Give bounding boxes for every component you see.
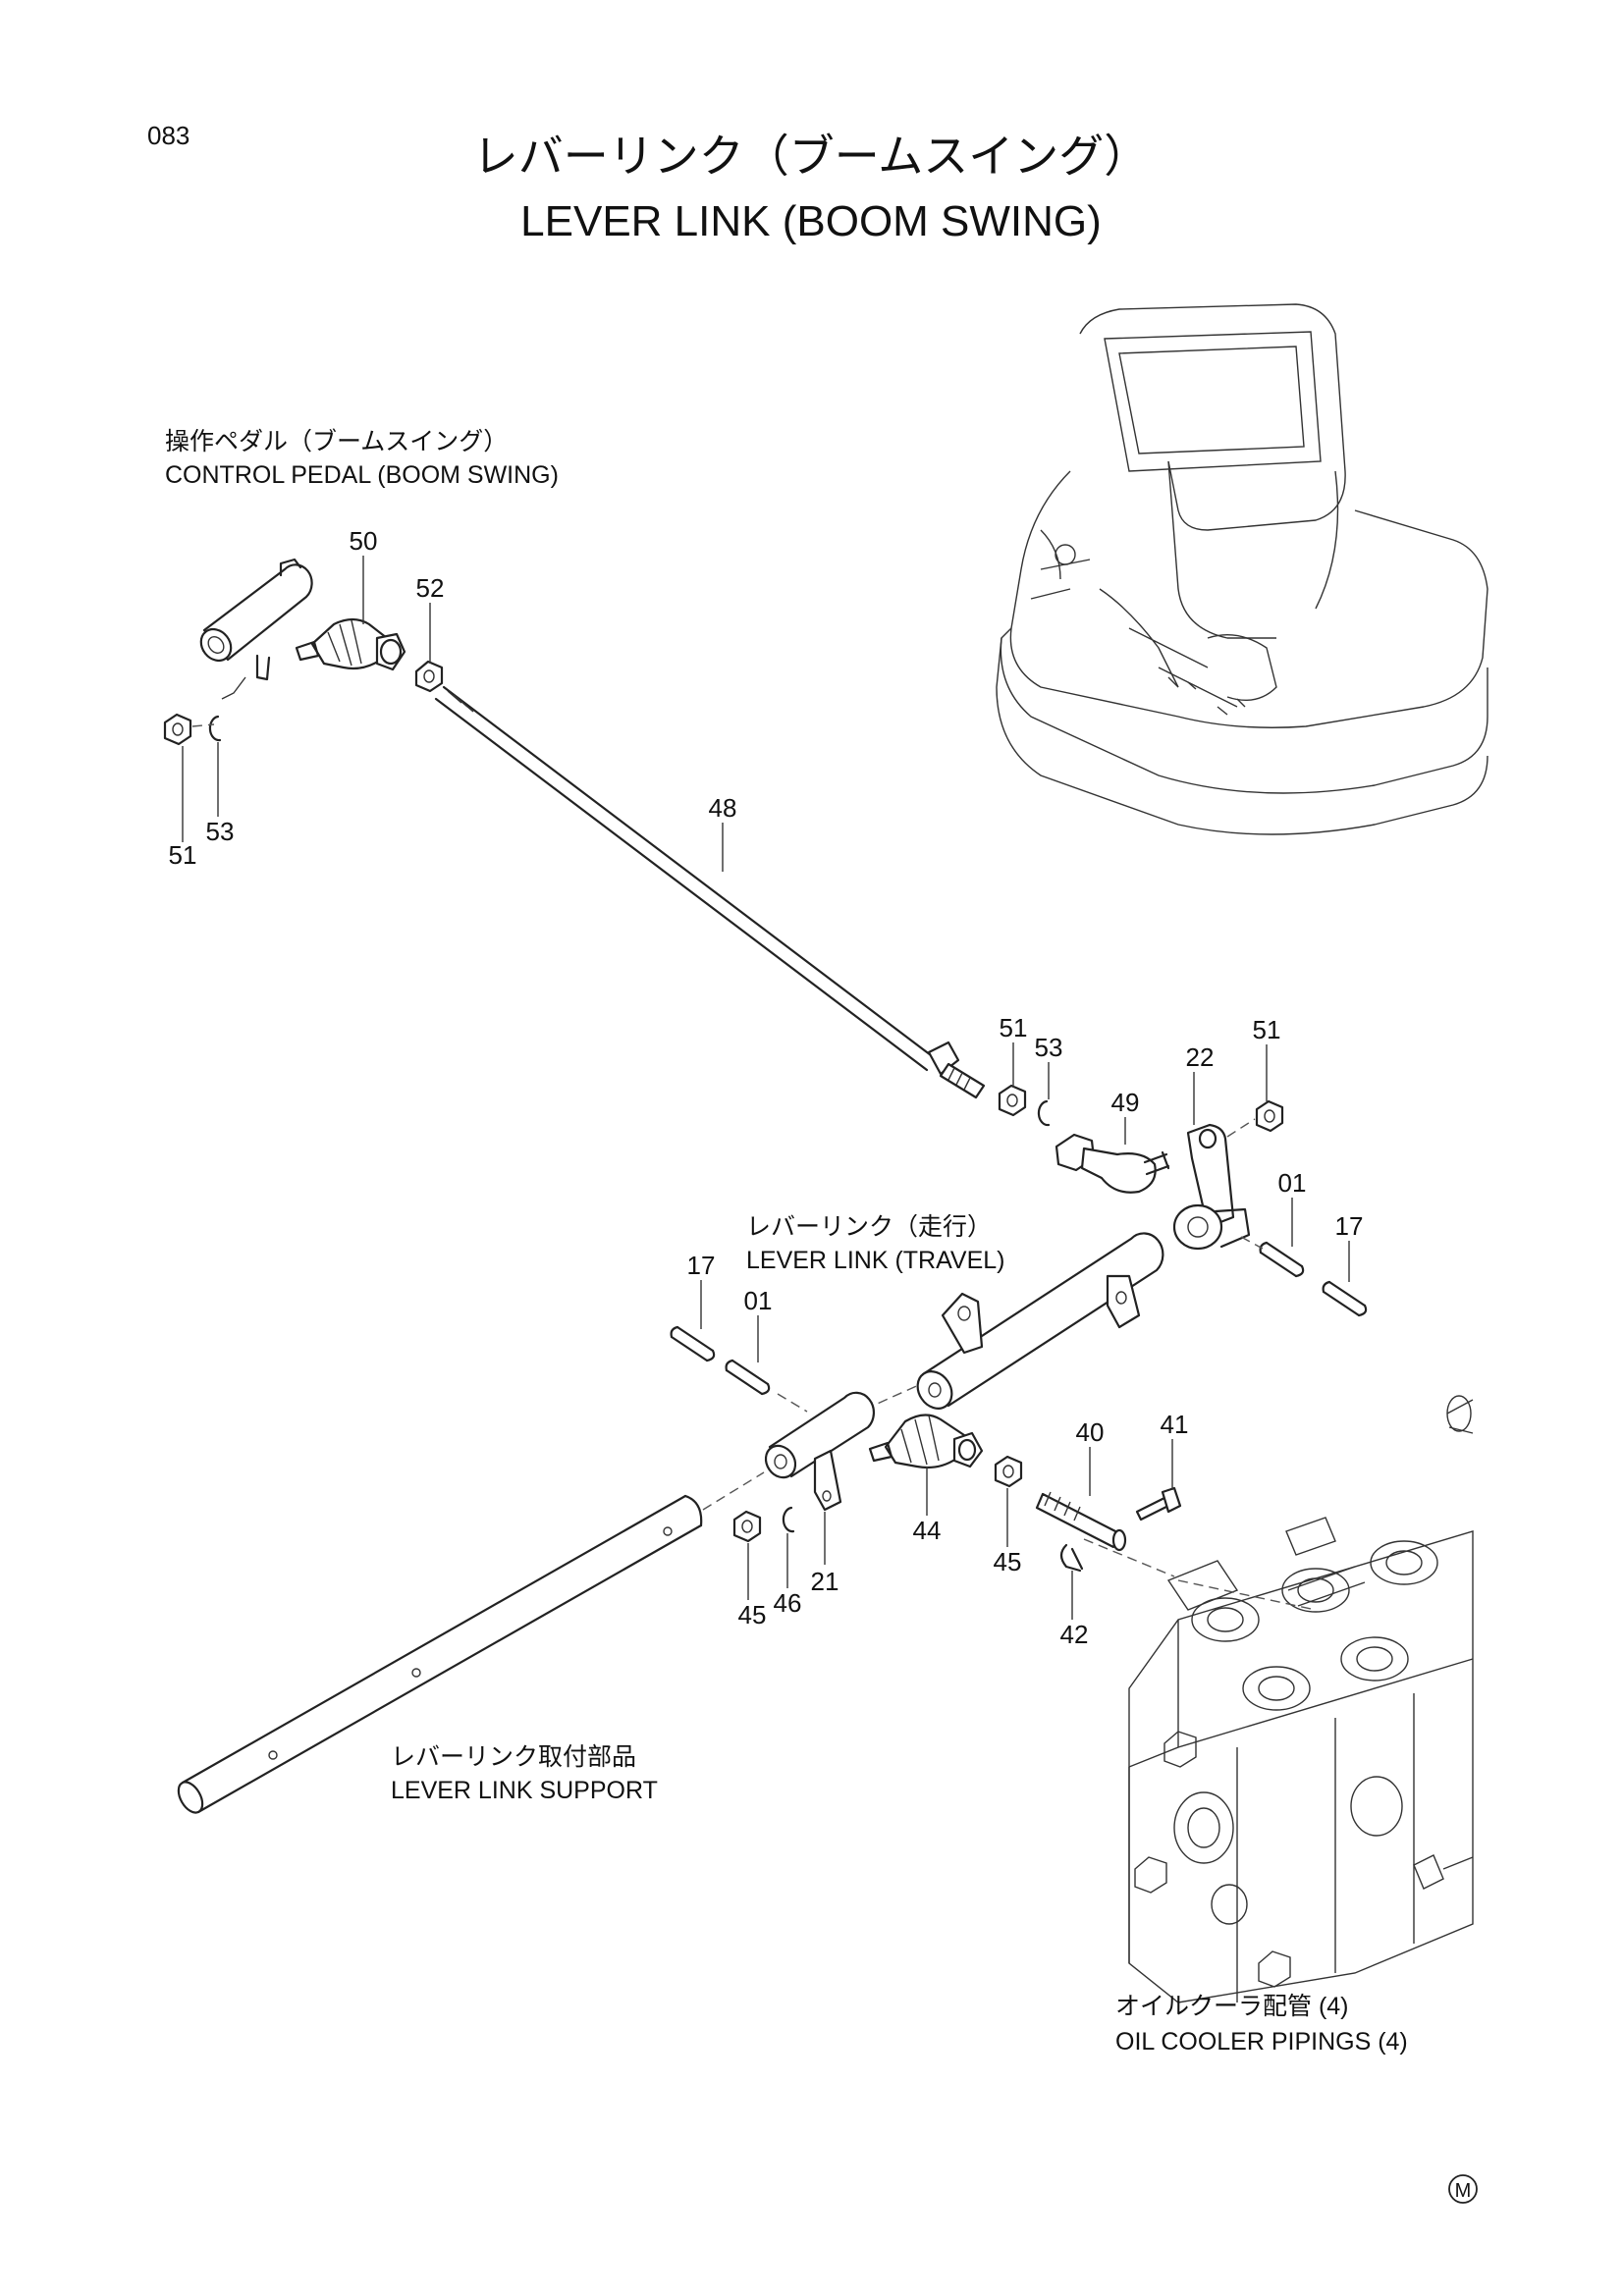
pin-17-left: [670, 1325, 716, 1362]
lever-link-travel: [916, 1232, 1164, 1410]
callout-lever-link-travel: レバーリンク（走行） LEVER LINK (TRAVEL): [746, 1213, 1005, 1274]
pin-17-right: [1322, 1280, 1368, 1317]
pin-01-left: [725, 1359, 771, 1396]
callout-oil-cooler-en: OIL COOLER PIPINGS (4): [1115, 2028, 1408, 2056]
washer-53-middle: [1037, 1099, 1051, 1127]
part-number-48: 48: [709, 793, 737, 823]
page-number: 083: [147, 121, 189, 150]
rod-40: [1035, 1491, 1127, 1552]
callout-lever-link-support-jp: レバーリンク取付部品: [391, 1743, 636, 1771]
part-number-45: 45: [994, 1547, 1022, 1576]
nut-51-middle: [998, 1084, 1027, 1117]
callout-control-pedal-jp: 操作ペダル（ブームスイング）: [165, 428, 508, 455]
mark-letter: M: [1455, 2180, 1472, 2202]
part-number-17: 17: [687, 1251, 716, 1280]
part-number-45: 45: [738, 1600, 767, 1629]
cab-illustration: [996, 303, 1488, 835]
title-english: LEVER LINK (BOOM SWING): [520, 197, 1102, 245]
leader-pins-left: [777, 1383, 922, 1413]
part-number-44: 44: [913, 1516, 942, 1545]
callout-control-pedal-en: CONTROL PEDAL (BOOM SWING): [165, 461, 559, 489]
pedal-shaft: [199, 558, 313, 700]
part-number-49: 49: [1111, 1088, 1140, 1117]
nut-51-top: [163, 713, 192, 746]
callout-oil-cooler: オイルクーラ配管 (4) OIL COOLER PIPINGS (4): [1115, 1993, 1408, 2056]
rod-end-49: [1055, 1133, 1170, 1194]
part-number-17: 17: [1335, 1211, 1364, 1241]
part-number-40: 40: [1076, 1417, 1105, 1447]
rod-end-44: [868, 1414, 984, 1469]
part-number-50: 50: [350, 526, 378, 556]
part-number-51: 51: [169, 840, 197, 870]
part-number-52: 52: [416, 573, 445, 603]
callout-lever-link-travel-jp: レバーリンク（走行）: [746, 1213, 992, 1241]
leader-pins-right: [1240, 1236, 1264, 1250]
nut-45-left: [732, 1510, 762, 1543]
callout-lever-link-support-en: LEVER LINK SUPPORT: [391, 1777, 658, 1804]
pin-01-right: [1259, 1241, 1305, 1278]
callout-lever-link-travel-en: LEVER LINK (TRAVEL): [746, 1247, 1005, 1274]
support-shaft: [177, 1471, 765, 1814]
circled-m-mark: M: [1448, 2174, 1478, 2204]
leader-22-51: [1226, 1118, 1256, 1138]
part-number-53: 53: [1035, 1033, 1063, 1062]
nut-51-right: [1255, 1099, 1284, 1133]
part-number-01: 01: [744, 1286, 773, 1315]
part-number-01: 01: [1278, 1168, 1307, 1198]
part-number-42: 42: [1060, 1620, 1089, 1649]
part-number-22: 22: [1186, 1042, 1215, 1072]
clip-42: [1059, 1543, 1084, 1573]
bolt-41: [1135, 1486, 1182, 1522]
part-number-labels: 50 52 51 53 48 51 53 49 22 51 01 17 17 0…: [169, 526, 1364, 1649]
leader-51-53: [191, 723, 215, 727]
sleeve-21: [764, 1391, 875, 1512]
part-number-51: 51: [1000, 1013, 1028, 1042]
control-valve-illustration: [1128, 1395, 1474, 2003]
part-number-21: 21: [811, 1567, 839, 1596]
control-rod-48: [434, 685, 986, 1099]
part-number-51: 51: [1253, 1015, 1281, 1044]
washer-46: [782, 1506, 795, 1533]
washer-53-top: [208, 715, 222, 742]
title-japanese: レバーリンク（ブームスイング）: [473, 131, 1150, 182]
callout-control-pedal: 操作ペダル（ブームスイング） CONTROL PEDAL (BOOM SWING…: [165, 428, 559, 489]
part-number-41: 41: [1161, 1410, 1189, 1439]
callout-oil-cooler-jp: オイルクーラ配管 (4): [1115, 1993, 1349, 2020]
leader-to-valve: [1083, 1538, 1175, 1577]
nut-45-right: [994, 1455, 1023, 1488]
callout-lever-link-support: レバーリンク取付部品 LEVER LINK SUPPORT: [391, 1743, 658, 1804]
leader-lines: [182, 556, 1350, 1620]
part-number-53: 53: [206, 817, 235, 846]
nut-52: [414, 660, 444, 693]
lever-22: [1172, 1123, 1251, 1251]
part-number-46: 46: [774, 1588, 802, 1618]
rod-end-50: [295, 617, 406, 671]
